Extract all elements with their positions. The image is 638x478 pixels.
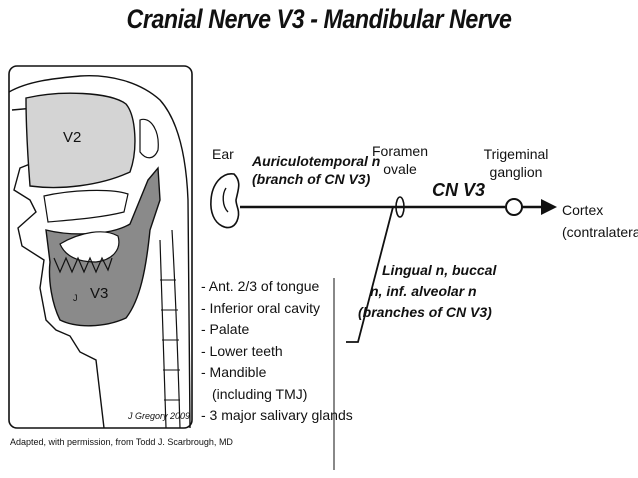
innervation-list: - Ant. 2/3 of tongue - Inferior oral cav… — [201, 276, 353, 427]
cortex-line-1: Cortex — [562, 202, 604, 218]
ganglion-label: Trigeminal ganglion — [480, 145, 552, 181]
credit-text: Adapted, with permission, from Todd J. S… — [10, 437, 233, 447]
v2-label: V2 — [63, 129, 82, 146]
upper-jaw — [43, 189, 129, 223]
lingual-line-1: Lingual n, buccal — [382, 262, 497, 278]
auriculotemporal-line-2: (branch of CN V3) — [252, 171, 371, 187]
tongue — [59, 231, 120, 263]
innervation-item: - Lower teeth — [201, 342, 283, 359]
lingual-label: Lingual n, buccal n, inf. alveolar n (br… — [358, 260, 496, 323]
foramen-line-2: ovale — [383, 161, 417, 177]
innervation-item: - 3 major salivary glands — [201, 407, 353, 423]
ear-canal-shape — [139, 118, 159, 159]
cortex-line-2: (contralateral) — [562, 224, 638, 240]
nasal-outline — [11, 107, 105, 429]
innervation-item: (including TMJ) — [212, 385, 308, 402]
ear-label: Ear — [212, 146, 234, 162]
cnv3-label: CN V3 — [432, 180, 486, 200]
ganglion-line-1: Trigeminal — [483, 146, 549, 162]
v3-label: V3 — [90, 285, 109, 302]
page-title: Cranial Nerve V3 - Mandibular Nerve — [126, 4, 512, 34]
ear-icon — [210, 173, 240, 229]
auriculotemporal-line-1: Auriculotemporal n — [252, 153, 381, 169]
lingual-branch-line — [346, 206, 394, 343]
ganglion-circle — [505, 198, 523, 216]
innervation-item: - Mandible — [201, 364, 267, 380]
ganglion-line-2: ganglion — [489, 164, 543, 180]
lingual-line-3: (branches of CN V3) — [358, 304, 492, 320]
head-outline — [8, 75, 191, 429]
innervation-item: - Inferior oral cavity — [201, 299, 321, 316]
vertebrae — [160, 279, 180, 401]
foramen-ellipse — [395, 196, 405, 218]
small-mark: J — [73, 293, 78, 303]
auriculotemporal-label: Auriculotemporal n (branch of CN V3) — [252, 152, 380, 188]
foramen-label: Foramen ovale — [368, 142, 432, 178]
spine — [159, 229, 181, 429]
lingual-line-2: n, inf. alveolar n — [370, 283, 477, 299]
artist-signature: J Gregory 2009 — [128, 411, 191, 421]
v2-region — [25, 92, 136, 189]
foramen-line-1: Foramen — [371, 143, 429, 159]
arrow-head — [541, 199, 557, 215]
innervation-item: - Palate — [201, 321, 250, 337]
cortex-label: Cortex (contralateral) — [562, 199, 638, 243]
innervation-item: - Ant. 2/3 of tongue — [201, 278, 320, 294]
lower-teeth — [53, 256, 113, 274]
ear-inner — [222, 187, 229, 213]
